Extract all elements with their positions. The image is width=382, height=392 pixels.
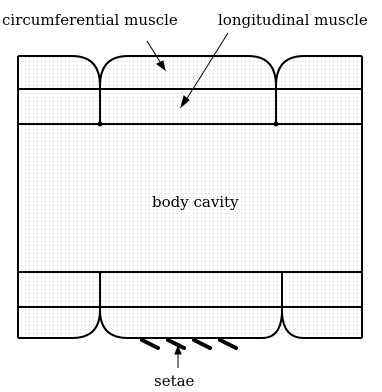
setae-label: setae — [154, 374, 194, 389]
seta-4 — [220, 340, 236, 348]
septum-joint-left — [99, 123, 102, 126]
seta-3 — [194, 340, 210, 348]
septum-joint-right — [275, 123, 278, 126]
circumferential-muscle-label: circumferential muscle — [2, 13, 178, 28]
seta-2 — [168, 340, 184, 348]
body-cavity-label: body cavity — [152, 195, 239, 210]
seta-1 — [142, 340, 158, 348]
setae — [142, 340, 236, 348]
longitudinal-muscle-label: longitudinal muscle — [218, 13, 368, 28]
